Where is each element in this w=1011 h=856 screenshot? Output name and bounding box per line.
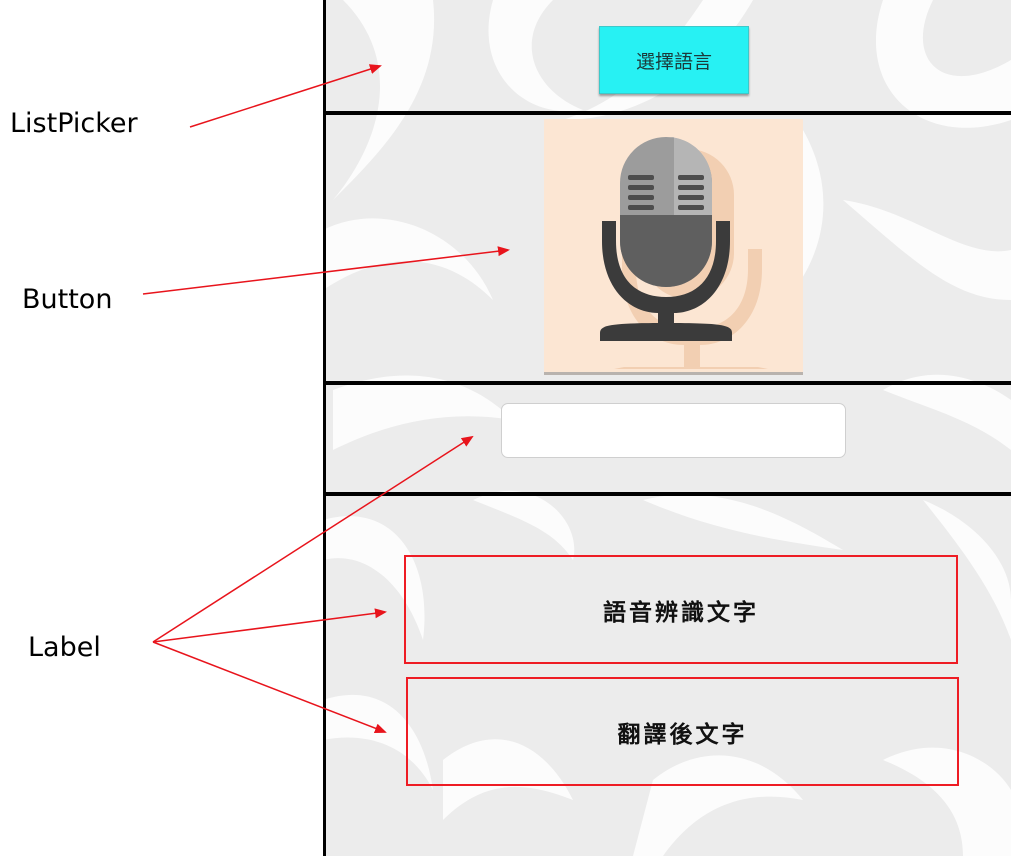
section-divider-3	[326, 492, 1011, 496]
recognized-text-label: 語音辨識文字	[404, 555, 958, 664]
section-divider-1	[326, 111, 1011, 115]
language-listpicker-button[interactable]: 選擇語言	[599, 26, 749, 94]
microphone-icon	[600, 137, 768, 369]
microphone-button[interactable]	[544, 119, 803, 375]
callout-listpicker: ListPicker	[10, 108, 138, 139]
callout-label: Label	[28, 632, 101, 663]
section-divider-2	[326, 381, 1011, 385]
translated-text-label: 翻譯後文字	[406, 677, 959, 786]
speech-text-field[interactable]	[501, 403, 846, 458]
callout-button: Button	[22, 284, 113, 315]
screen-left-border	[323, 0, 326, 856]
